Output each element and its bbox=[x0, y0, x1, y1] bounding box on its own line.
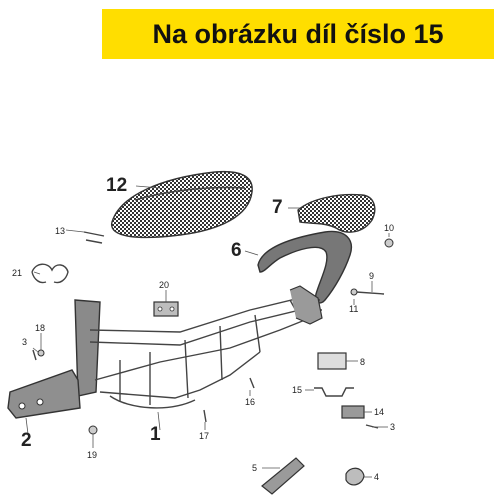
seat-part bbox=[111, 170, 253, 239]
label-part-15: 15 bbox=[292, 385, 302, 395]
fasteners bbox=[32, 231, 394, 435]
tube-part bbox=[261, 457, 305, 495]
label-part-18: 18 bbox=[35, 323, 45, 333]
label-part-20: 20 bbox=[159, 280, 169, 290]
label-part-10: 10 bbox=[384, 223, 394, 233]
label-part-4: 4 bbox=[374, 472, 379, 482]
label-part-6: 6 bbox=[231, 240, 242, 261]
label-part-5: 5 bbox=[252, 463, 257, 473]
label-part-14: 14 bbox=[374, 407, 384, 417]
plate-8-part bbox=[317, 352, 347, 370]
wire-bracket-part bbox=[31, 263, 69, 284]
bracket-part bbox=[7, 369, 81, 419]
label-part-8: 8 bbox=[360, 357, 365, 367]
plate-part bbox=[153, 301, 179, 317]
label-part-1: 1 bbox=[150, 424, 161, 445]
clamp-part bbox=[345, 467, 365, 486]
label-part-9: 9 bbox=[369, 271, 374, 281]
header-title: Na obrázku díl číslo 15 bbox=[152, 18, 444, 49]
label-part-12: 12 bbox=[106, 175, 127, 196]
label-part-7: 7 bbox=[272, 197, 283, 218]
label-part-3b: 3 bbox=[390, 422, 395, 432]
header-banner-bg bbox=[102, 9, 494, 59]
label-part-17: 17 bbox=[199, 431, 209, 441]
label-part-11: 11 bbox=[349, 304, 358, 314]
main-frame-part bbox=[74, 285, 323, 409]
leader-lines bbox=[25, 185, 390, 478]
label-part-2: 2 bbox=[21, 430, 32, 451]
label-part-21: 21 bbox=[12, 268, 22, 278]
label-part-13: 13 bbox=[55, 226, 65, 236]
rear-cover-part bbox=[297, 193, 376, 233]
label-part-19: 19 bbox=[87, 450, 97, 460]
label-part-3a: 3 bbox=[22, 337, 27, 347]
bracket-14-part bbox=[341, 405, 365, 419]
label-part-16: 16 bbox=[245, 397, 255, 407]
bracket-15-part bbox=[314, 387, 354, 397]
